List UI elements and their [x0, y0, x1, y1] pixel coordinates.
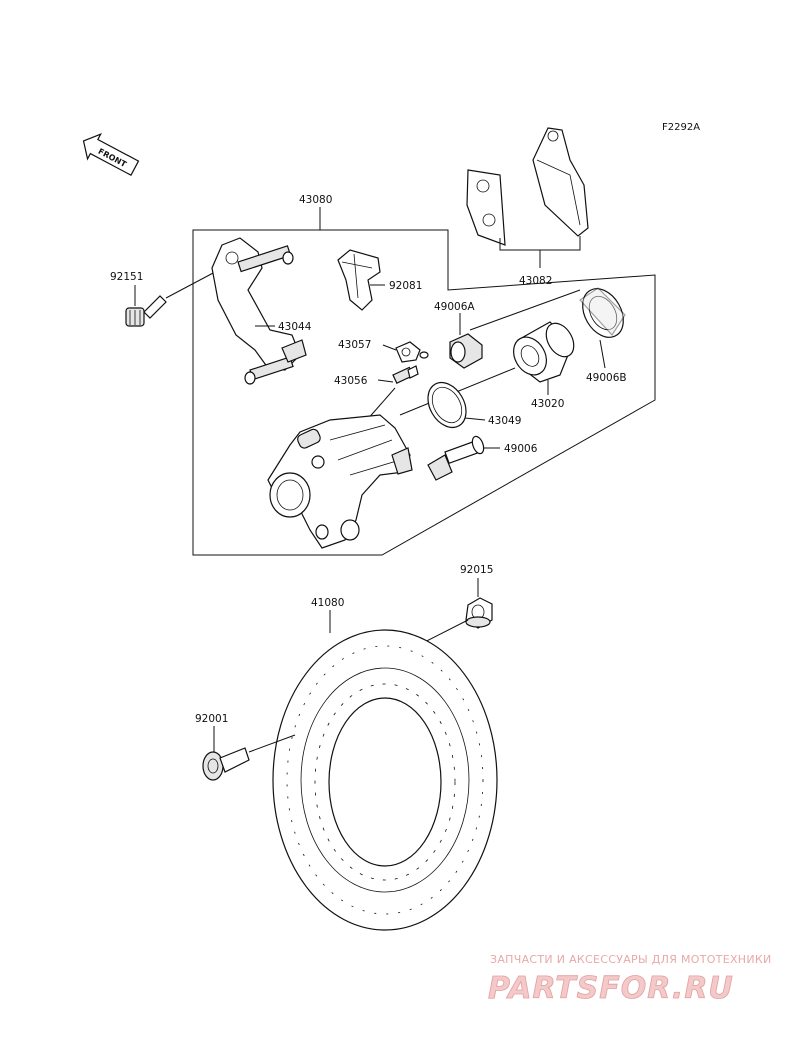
brake-pad-left [466, 169, 506, 246]
leader-43057 [382, 344, 397, 351]
label-43056: 43056 [334, 375, 368, 387]
piston-43020 [513, 321, 575, 383]
axis-92001 [248, 734, 296, 753]
axis-seal [469, 289, 581, 331]
label-43044: 43044 [278, 321, 312, 333]
leader-43082 [499, 236, 581, 268]
brake-pad-right [532, 127, 589, 237]
label-92015: 92015 [460, 564, 493, 576]
label-43020: 43020 [531, 398, 564, 410]
label-43080: 43080 [299, 194, 332, 206]
bolt-92001 [202, 747, 250, 781]
watermark-brand: PARTSFOR.RU [488, 971, 734, 1006]
label-49006B: 49006B [586, 372, 627, 384]
label-49006A: 49006A [434, 301, 475, 313]
o-ring-43049 [427, 381, 467, 429]
collar-92015 [465, 597, 493, 629]
axis-92151 [165, 271, 216, 299]
label-92151: 92151 [110, 271, 143, 283]
leader-43049 [464, 417, 486, 421]
caliper-bracket-43044 [211, 237, 307, 385]
diagram-code: F2292A [662, 122, 700, 133]
watermark: ЗАПЧАСТИ И АКСЕССУАРЫ ДЛЯ МОТОТЕХНИКИ PA… [488, 953, 772, 1006]
caliper-assembly-outline [192, 229, 656, 556]
bolt-92151 [125, 295, 167, 327]
caliper-body [267, 414, 413, 549]
label-49006: 49006 [504, 443, 538, 455]
watermark-tagline: ЗАПЧАСТИ И АКСЕССУАРЫ ДЛЯ МОТОТЕХНИКИ [490, 953, 772, 966]
label-92081: 92081 [389, 280, 422, 292]
label-43082: 43082 [519, 275, 552, 287]
seal-49006B [579, 287, 626, 338]
label-43057: 43057 [338, 339, 371, 351]
pin-49006 [427, 435, 485, 481]
cap-43057 [395, 341, 429, 363]
label-41080: 41080 [311, 597, 344, 609]
front-arrow-icon: FRONT [82, 133, 140, 177]
label-92001: 92001 [195, 713, 228, 725]
part-labels: 43080 43082 92151 92081 43044 49006A 430… [110, 194, 627, 725]
boot-49006A [449, 333, 483, 369]
leader-49006B [599, 339, 606, 369]
leader-43056 [377, 379, 394, 383]
label-43049: 43049 [488, 415, 521, 427]
pad-spring-92081 [337, 249, 381, 311]
bleed-valve-43056 [392, 365, 419, 384]
brake-disc-41080 [272, 629, 498, 931]
